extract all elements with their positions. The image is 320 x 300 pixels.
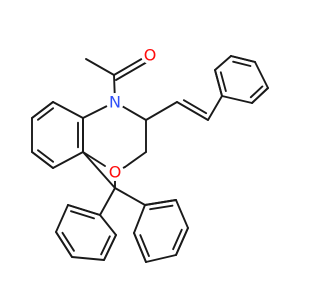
atom-label-n: N <box>109 93 121 112</box>
bond-line <box>31 101 54 119</box>
bond-line <box>249 85 264 99</box>
atom-ring-oxygen: O <box>106 163 124 182</box>
bond-line <box>67 204 101 216</box>
bond-line <box>219 71 227 93</box>
bond-line <box>133 204 146 234</box>
bond-line <box>176 101 209 121</box>
bond-line <box>175 199 189 229</box>
atom-nitrogen: N <box>106 93 124 112</box>
bond-line <box>139 234 150 257</box>
bond-line <box>175 227 189 256</box>
molecule-drawing: O N O <box>31 46 269 263</box>
bond-line <box>149 204 174 211</box>
bond-line <box>214 69 223 97</box>
bond-line <box>113 56 146 76</box>
atom-label-o1: O <box>144 46 157 65</box>
bond-line <box>99 214 117 236</box>
bond-line <box>182 99 208 115</box>
bond-line <box>52 101 84 119</box>
bond-line <box>251 87 269 104</box>
atom-carbonyl-oxygen: O <box>141 46 159 65</box>
atom-background <box>106 93 124 111</box>
bond-line <box>103 234 117 261</box>
bond-line <box>214 55 232 71</box>
molecule-structure: O N O <box>31 46 269 263</box>
bond-line <box>115 61 148 81</box>
atom-label-o2: O <box>109 163 122 182</box>
bond-line <box>145 254 177 263</box>
bond-line <box>71 256 105 261</box>
bond-line <box>230 55 256 63</box>
bond-line <box>100 235 111 256</box>
bond-line <box>124 151 147 168</box>
bond-line <box>82 151 116 189</box>
bond-layer <box>31 55 269 263</box>
bond-line <box>70 210 95 220</box>
bond-line <box>207 95 223 121</box>
bond-line <box>133 232 147 263</box>
bond-line <box>114 187 146 206</box>
bond-line <box>61 231 75 252</box>
bond-line <box>82 151 106 167</box>
bond-line <box>232 60 252 67</box>
bond-line <box>55 231 73 258</box>
bond-line <box>37 107 55 121</box>
bond-line <box>55 204 69 233</box>
atom-background <box>106 163 124 181</box>
bond-line <box>172 228 183 251</box>
bond-line <box>144 199 177 206</box>
bond-line <box>31 151 54 169</box>
bond-line <box>221 95 253 104</box>
bond-line <box>52 151 84 169</box>
bond-line <box>145 101 178 121</box>
atom-background <box>141 46 159 64</box>
bond-line <box>254 61 269 89</box>
bond-line <box>85 58 115 76</box>
bond-line <box>37 149 55 163</box>
bond-line <box>99 187 116 216</box>
